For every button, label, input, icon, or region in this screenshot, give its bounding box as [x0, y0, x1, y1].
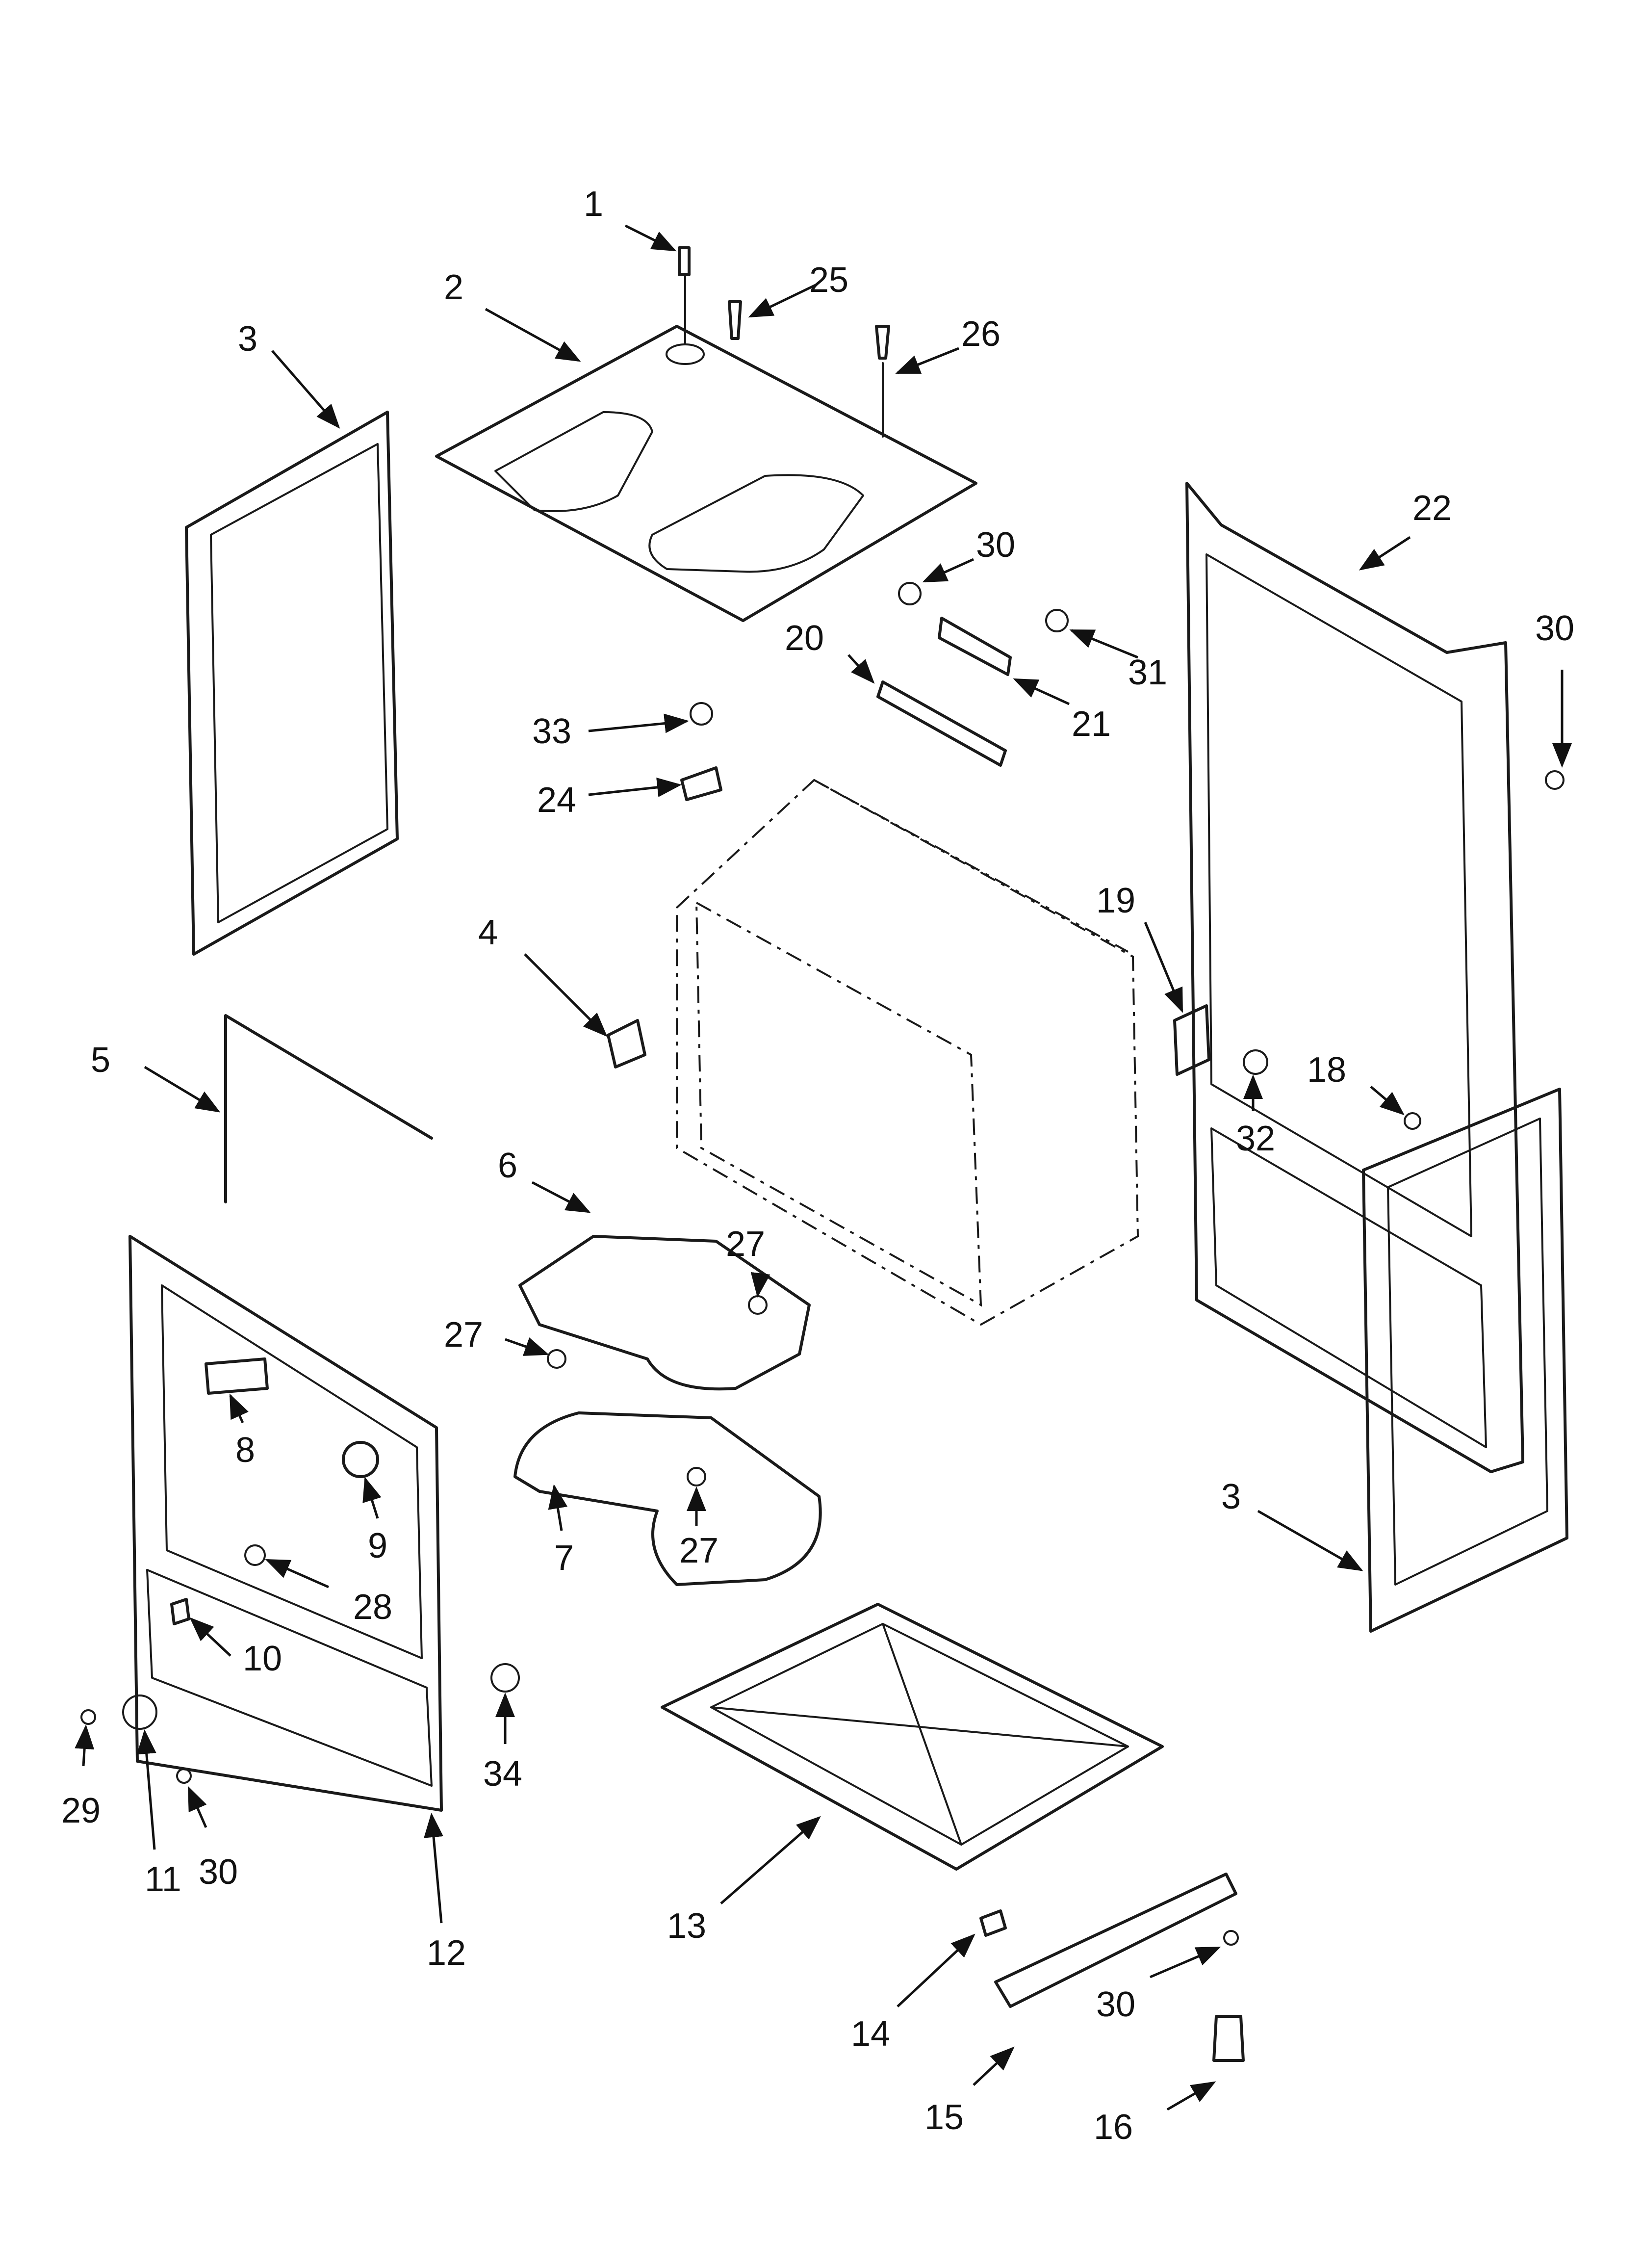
callout-14: 14	[851, 2014, 890, 2054]
callout-34: 34	[483, 1754, 522, 1794]
callout-16: 16	[1094, 2108, 1133, 2147]
part-screw-28	[244, 1544, 266, 1566]
part-label-8	[205, 1357, 269, 1395]
callout-2: 2	[444, 268, 463, 307]
part-broil-element	[518, 1235, 811, 1391]
part-leveler-11	[122, 1694, 157, 1730]
part-leveling-leg	[1212, 2015, 1245, 2062]
callout-7: 7	[554, 1538, 574, 1578]
callout-13: 13	[667, 1906, 706, 1946]
part-bracket-19	[1173, 1004, 1210, 1076]
part-clip-4	[607, 1019, 646, 1069]
part-cooktop-panel	[435, 325, 977, 622]
part-screw-27c	[687, 1467, 706, 1486]
callout-20: 20	[785, 619, 824, 658]
part-bake-element	[513, 1411, 822, 1586]
callout-31: 31	[1128, 653, 1167, 692]
part-screw-30b	[1545, 770, 1565, 790]
part-oven-cavity	[676, 779, 1139, 1326]
callout-15: 15	[924, 2098, 964, 2137]
part-screw-25	[728, 300, 742, 340]
callout-4: 4	[478, 913, 498, 952]
leader-lines	[75, 224, 1572, 2111]
part-clip-24	[680, 766, 722, 801]
callout-26: 26	[961, 314, 1001, 354]
callout-10: 10	[243, 1639, 282, 1678]
callout-30-c: 30	[199, 1852, 238, 1892]
callout-3-left: 3	[238, 319, 257, 359]
part-screw-27a	[748, 1295, 768, 1315]
callout-27-c: 27	[679, 1531, 718, 1570]
part-knob-9	[342, 1441, 379, 1478]
callout-29: 29	[61, 1791, 101, 1830]
part-clip-14	[979, 1909, 1007, 1937]
part-clip-10	[170, 1598, 190, 1625]
callout-28: 28	[353, 1588, 392, 1627]
part-side-panel-left	[185, 411, 399, 956]
part-screw-27b	[547, 1349, 566, 1369]
callout-1: 1	[584, 184, 603, 224]
part-back-panel	[1185, 482, 1524, 1473]
callout-30-a: 30	[976, 525, 1015, 565]
callout-labels: 1 2 3 4 5 6 7 8 9 10 11 12 13 14 15 16 1…	[61, 184, 1574, 2147]
part-bracket-20	[876, 680, 1007, 767]
callout-8: 8	[235, 1431, 255, 1470]
part-screw-31	[1045, 609, 1069, 632]
callout-33: 33	[532, 712, 571, 751]
part-screw-30d	[1223, 1930, 1239, 1946]
part-oven-bottom	[661, 1603, 1164, 1871]
callout-27-b: 27	[444, 1315, 483, 1355]
callout-25: 25	[809, 261, 848, 300]
callout-21: 21	[1072, 704, 1111, 744]
part-terminal-block-21	[938, 617, 1012, 676]
callout-9: 9	[368, 1526, 387, 1565]
part-screw-34	[490, 1663, 520, 1693]
part-leveling-rail	[994, 1873, 1237, 2008]
part-side-panel-right	[1362, 1088, 1568, 1633]
callout-5: 5	[91, 1041, 110, 1080]
callout-22: 22	[1412, 489, 1452, 528]
part-front-frame	[128, 1235, 443, 1812]
callout-3-right: 3	[1221, 1477, 1241, 1516]
part-screw-33	[690, 702, 713, 726]
part-gasket	[224, 1014, 433, 1203]
callout-30-b: 30	[1535, 609, 1574, 648]
callout-12: 12	[427, 1933, 466, 1973]
callout-30-d: 30	[1096, 1985, 1135, 2024]
part-screw-32	[1243, 1049, 1268, 1075]
callout-24: 24	[537, 781, 576, 820]
callout-32: 32	[1236, 1119, 1275, 1158]
callout-11: 11	[145, 1860, 181, 1899]
part-screw-26	[875, 325, 890, 360]
part-screw-30a	[898, 582, 922, 605]
part-screw-18	[1404, 1112, 1421, 1130]
part-pin	[678, 246, 691, 276]
callout-19: 19	[1096, 881, 1135, 920]
callout-18: 18	[1307, 1050, 1346, 1090]
part-screw-30c	[176, 1768, 192, 1784]
part-screw-29	[80, 1709, 96, 1725]
callout-6: 6	[498, 1146, 517, 1185]
callout-27-a: 27	[726, 1225, 765, 1264]
